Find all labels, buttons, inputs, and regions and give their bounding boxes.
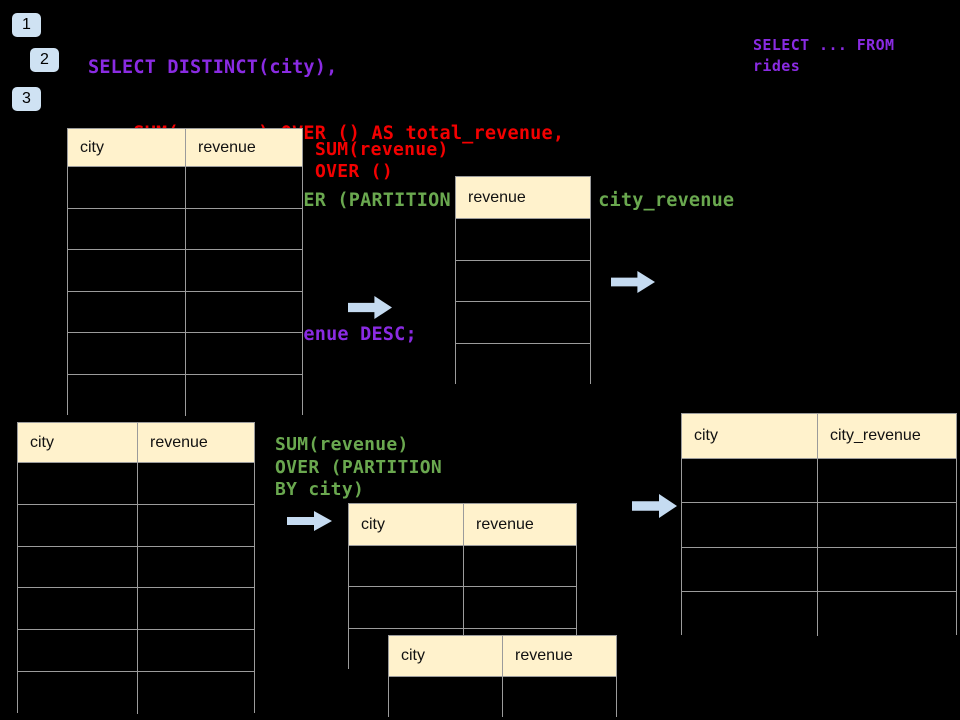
- step-badge-3: 3: [12, 87, 41, 111]
- table-row: [18, 671, 254, 714]
- table-header-row: city revenue: [349, 504, 576, 546]
- column-header-city: city: [18, 423, 138, 462]
- table-header-row: revenue: [456, 177, 590, 219]
- table-row: [682, 459, 956, 504]
- select-from-note: SELECT ... FROM rides: [753, 36, 895, 75]
- column-header-city: city: [349, 504, 464, 545]
- table-row: [68, 208, 302, 250]
- flow-arrow-icon: [611, 271, 655, 293]
- column-header-city: city: [682, 414, 818, 458]
- table-city-revenue-result: city city_revenue: [681, 413, 957, 636]
- flow-arrow-icon: [348, 296, 392, 319]
- table-row: [18, 463, 254, 505]
- step-badge-2: 2: [30, 48, 59, 72]
- table-row: [682, 547, 956, 592]
- table-source-bottom: city revenue: [17, 422, 255, 714]
- table-row: [68, 291, 302, 333]
- step-badge-1: 1: [12, 13, 41, 37]
- flow-arrow-icon: [632, 494, 677, 518]
- table-partition-back: city revenue: [388, 635, 617, 717]
- column-header-city-revenue: city_revenue: [830, 427, 921, 444]
- table-row: [18, 588, 254, 631]
- table-row: [456, 343, 590, 385]
- table-header-row: city city_revenue: [682, 414, 956, 459]
- flow-arrow-icon: [287, 511, 332, 531]
- sum-over-annotation: SUM(revenue) OVER (): [315, 139, 449, 182]
- table-row: [682, 591, 956, 636]
- table-row: [68, 374, 302, 416]
- sum-over-partition-annotation: SUM(revenue) OVER (PARTITION BY city): [275, 434, 443, 500]
- table-header-row: city revenue: [68, 129, 302, 167]
- column-header-revenue: revenue: [468, 188, 526, 206]
- table-row: [18, 630, 254, 672]
- table-header-row: city revenue: [18, 423, 254, 463]
- table-row: [456, 302, 590, 344]
- column-header-revenue: revenue: [150, 433, 208, 451]
- sql-line-select: SELECT DISTINCT(city),: [88, 56, 338, 78]
- table-header-row: city revenue: [389, 636, 616, 677]
- table-row: [18, 504, 254, 547]
- table-row: [349, 546, 576, 588]
- column-header-city: city: [68, 129, 186, 166]
- table-source-top: city revenue: [67, 128, 303, 416]
- column-header-revenue: revenue: [476, 515, 534, 533]
- table-row: [456, 219, 590, 261]
- table-row: [18, 546, 254, 589]
- table-row: [349, 587, 576, 629]
- table-row: [389, 677, 616, 717]
- table-row: [682, 503, 956, 548]
- column-header-city: city: [389, 636, 503, 676]
- table-partition-front: city revenue: [348, 503, 577, 670]
- column-header-revenue: revenue: [515, 647, 573, 664]
- column-header-revenue: revenue: [198, 138, 256, 156]
- table-row: [68, 333, 302, 375]
- table-row: [456, 260, 590, 302]
- table-row: [68, 167, 302, 209]
- table-row: [68, 250, 302, 292]
- table-total-revenue: revenue: [455, 176, 591, 385]
